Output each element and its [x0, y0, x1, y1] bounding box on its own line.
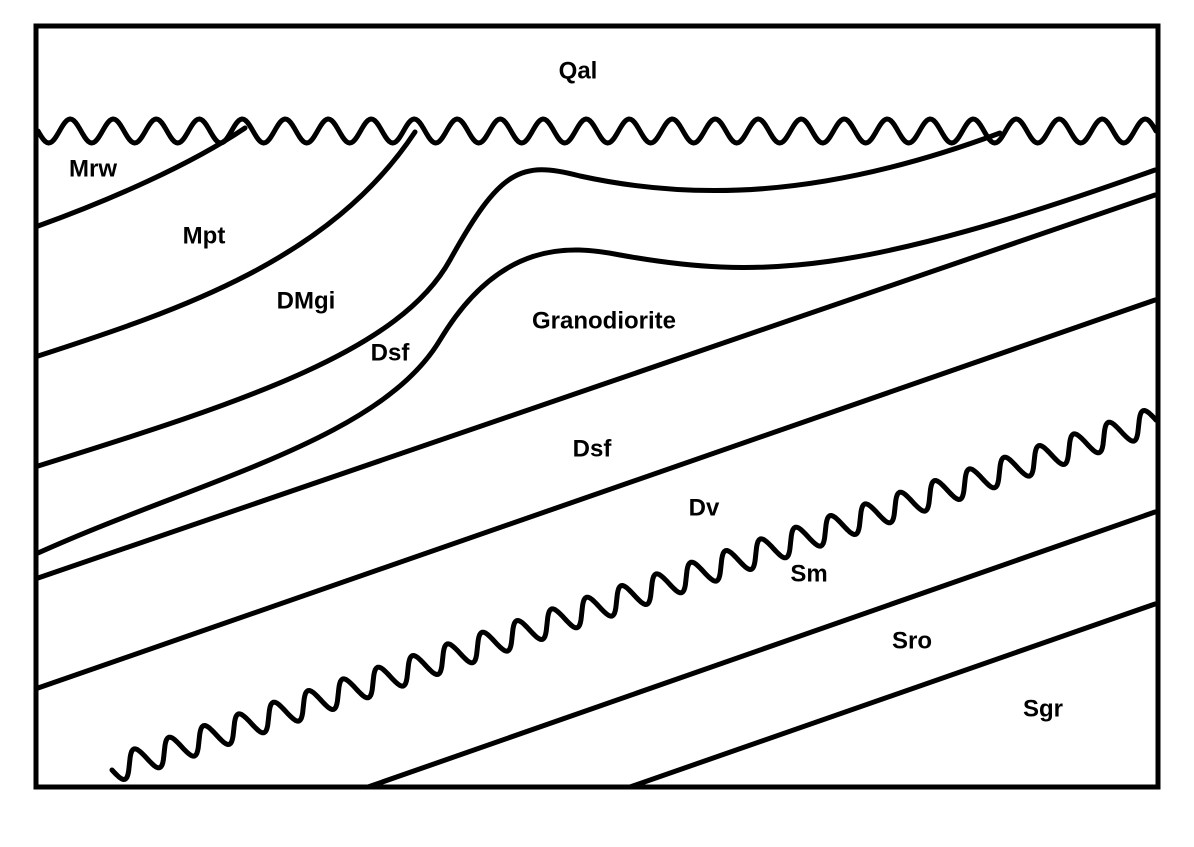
unit-label-dsf-lower: Dsf [573, 435, 613, 462]
unit-label-sm: Sm [790, 560, 827, 587]
unit-label-sro: Sro [892, 627, 932, 654]
contact-dsf-dv [38, 300, 1155, 688]
unit-label-dmgi: DMgi [277, 287, 336, 314]
unit-label-dv: Dv [689, 494, 720, 521]
unit-label-mpt: Mpt [183, 222, 226, 249]
unit-label-granodiorite: Granodiorite [532, 307, 676, 334]
contact-sm-sro [368, 512, 1155, 787]
unit-label-mrw: Mrw [69, 155, 117, 182]
unit-label-dsf-upper: Dsf [371, 339, 411, 366]
unit-label-sgr: Sgr [1023, 695, 1063, 722]
unit-label-qal: Qal [559, 57, 598, 84]
unconformity-dv-sm-contact [112, 411, 1156, 780]
